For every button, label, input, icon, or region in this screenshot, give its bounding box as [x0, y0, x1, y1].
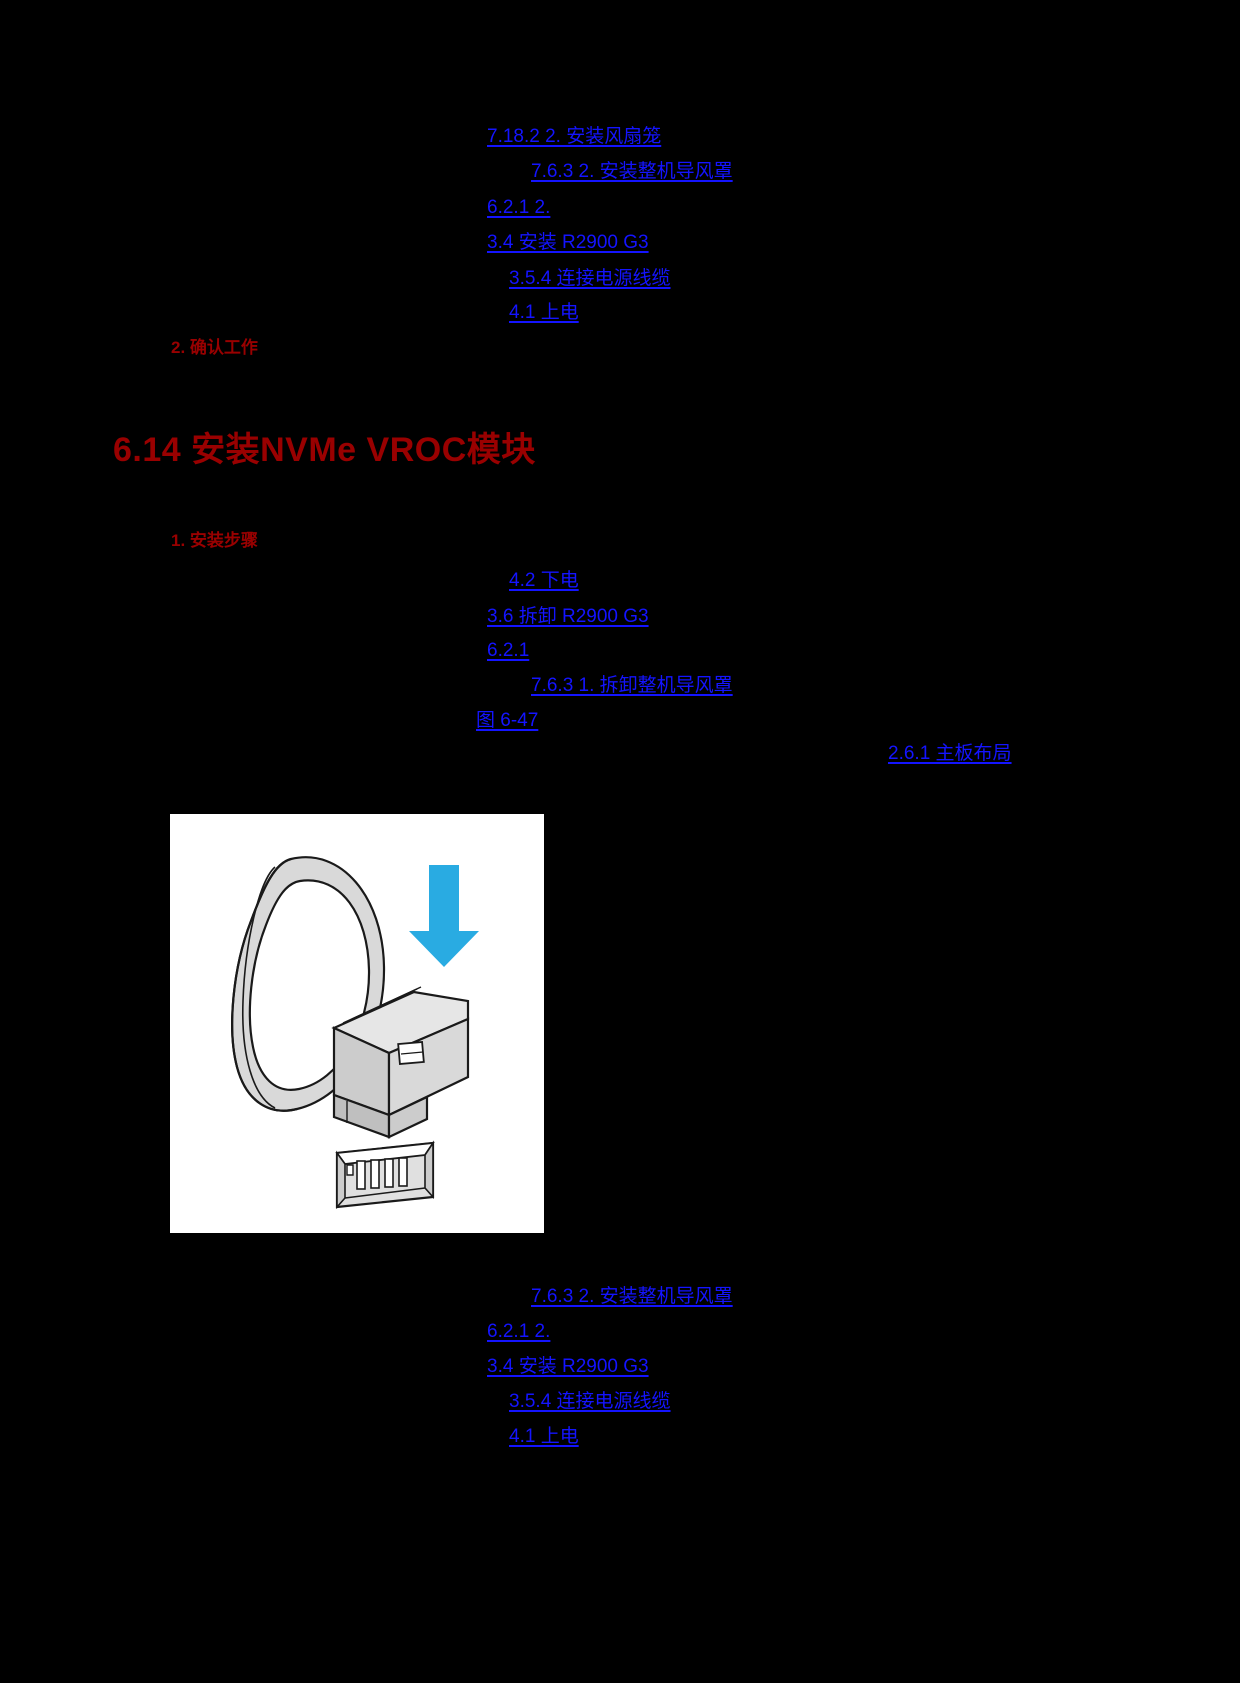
xref-link-install-air-duct-b[interactable]: 7.6.3 2. 安装整机导风罩: [531, 1286, 733, 1307]
xref-link-6-2-1-a[interactable]: 6.2.1 2.: [487, 197, 551, 218]
xref-link-6-2-1-c[interactable]: 6.2.1 2.: [487, 1321, 551, 1342]
xref-link-install-air-duct[interactable]: 7.6.3 2. 安装整机导风罩: [531, 161, 733, 182]
confirm-work-label: 2. 确认工作: [171, 338, 258, 357]
install-steps-label: 1. 安装步骤: [171, 531, 258, 550]
xref-link-6-2-1-b[interactable]: 6.2.1: [487, 640, 530, 661]
xref-link-power-on-a[interactable]: 4.1 上电: [509, 302, 579, 323]
xref-link-power-on-b[interactable]: 4.1 上电: [509, 1426, 579, 1447]
xref-link-connect-power-cable-b[interactable]: 3.5.4 连接电源线缆: [509, 1391, 671, 1412]
section-heading-6-14: 6.14 安装NVMe VROC模块: [113, 431, 536, 469]
vroc-socket-connector: [335, 1140, 435, 1210]
figure-nvme-vroc-module: [170, 814, 544, 1233]
nvme-vroc-module-drawing: [231, 856, 479, 1210]
xref-link-mainboard-layout[interactable]: 2.6.1 主板布局: [888, 743, 1012, 764]
insertion-arrow-icon: [409, 865, 479, 967]
xref-link-power-off[interactable]: 4.2 下电: [509, 570, 579, 591]
xref-link-figure-6-47[interactable]: 图 6-47: [476, 710, 539, 731]
xref-link-connect-power-cable-a[interactable]: 3.5.4 连接电源线缆: [509, 268, 671, 289]
xref-link-install-fan-cage[interactable]: 7.18.2 2. 安装风扇笼: [487, 126, 662, 147]
vroc-module-body: [331, 986, 470, 1139]
xref-link-install-r2900-g3-b[interactable]: 3.4 安装 R2900 G3: [487, 1356, 649, 1377]
xref-link-remove-r2900-g3[interactable]: 3.6 拆卸 R2900 G3: [487, 606, 649, 627]
xref-link-remove-air-duct[interactable]: 7.6.3 1. 拆卸整机导风罩: [531, 675, 733, 696]
xref-link-install-r2900-g3-a[interactable]: 3.4 安装 R2900 G3: [487, 232, 649, 253]
